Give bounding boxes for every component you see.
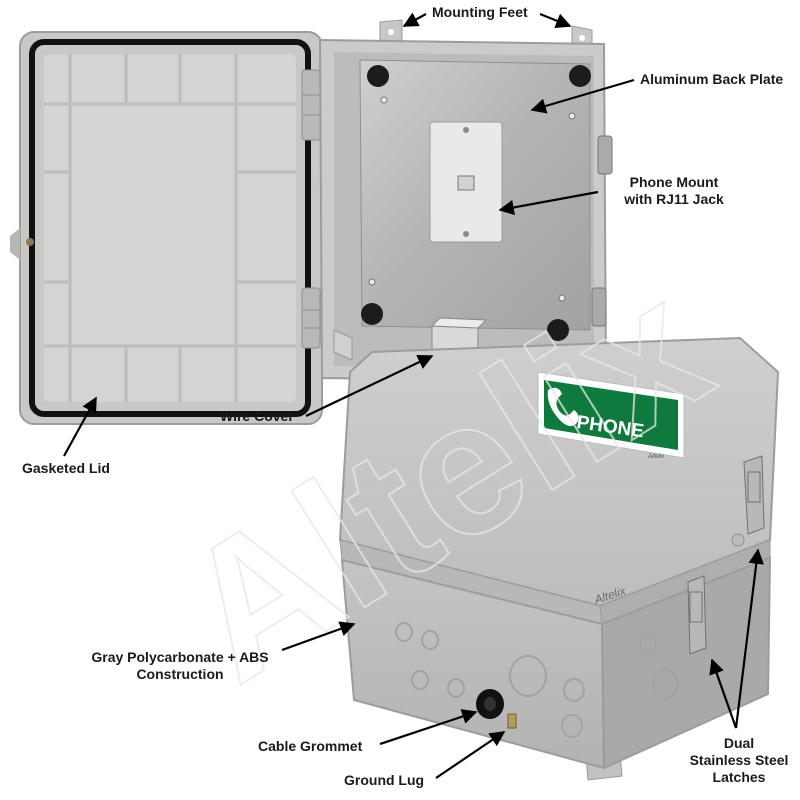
closed-enclosure: PHONE Altelix Altelix bbox=[338, 336, 780, 781]
label-latches-line1: Dual bbox=[723, 735, 755, 751]
label-cable-grommet: Cable Grommet bbox=[258, 738, 363, 754]
stainless-latch bbox=[687, 455, 765, 655]
label-wire-cover: Wire Cover bbox=[220, 408, 294, 424]
label-phone-mount-line2: with RJ11 Jack bbox=[624, 191, 724, 207]
label-aluminum-back-plate: Aluminum Back Plate bbox=[640, 71, 784, 87]
rj11-jack bbox=[457, 175, 475, 191]
label-mounting-feet: Mounting Feet bbox=[432, 4, 528, 20]
label-construction-line2: Construction bbox=[136, 666, 224, 682]
label-construction-line1: Gray Polycarbonate + ABS bbox=[91, 649, 269, 665]
ground-lug bbox=[507, 713, 517, 729]
label-construction: Gray Polycarbonate + ABS Construction bbox=[80, 649, 280, 683]
label-gasketed-lid: Gasketed Lid bbox=[22, 460, 110, 476]
phone-sticker: PHONE Altelix bbox=[537, 371, 685, 460]
label-latches-line2: Stainless Steel bbox=[689, 752, 789, 768]
hinge bbox=[301, 69, 321, 349]
label-latches-line3: Latches bbox=[712, 769, 766, 785]
label-latches: Dual Stainless Steel Latches bbox=[684, 735, 794, 786]
callout-arrows bbox=[63, 12, 764, 779]
open-enclosure-body bbox=[318, 19, 613, 384]
label-ground-lug: Ground Lug bbox=[344, 772, 425, 788]
gasketed-lid bbox=[10, 31, 323, 425]
gasket bbox=[29, 39, 311, 417]
label-phone-mount-line1: Phone Mount bbox=[629, 174, 719, 190]
sticker-brand: Altelix bbox=[647, 454, 665, 460]
label-phone-mount: Phone Mount with RJ11 Jack bbox=[604, 174, 744, 208]
